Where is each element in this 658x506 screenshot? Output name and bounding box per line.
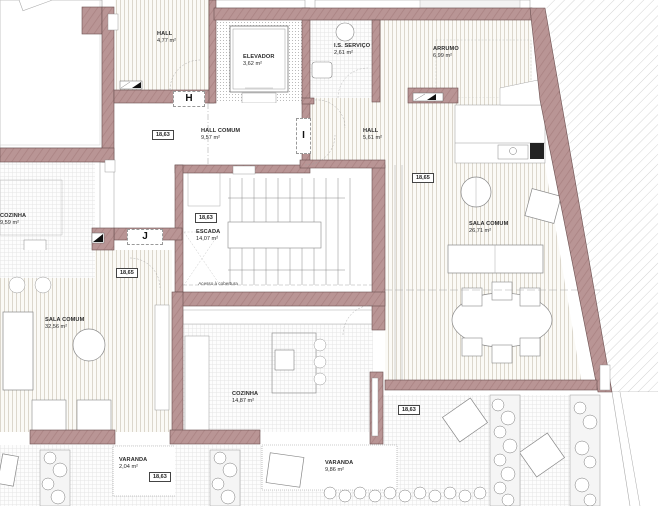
room-area: 14,87 m² xyxy=(232,398,255,404)
room-area: 2,04 m² xyxy=(119,464,138,470)
room-area: 6,99 m² xyxy=(433,53,452,59)
room-name: HALL xyxy=(363,128,379,134)
level-marker-terrace: 18,63 xyxy=(398,405,420,415)
room-area: 9,59 m² xyxy=(0,220,19,226)
label-varanda-right: VARANDA 9,86 m² xyxy=(325,460,353,474)
room-area: 2,61 m² xyxy=(334,50,353,56)
door-tag-j: J xyxy=(127,229,163,245)
room-name: COZINHA xyxy=(232,391,259,397)
room-name: SALA COMUM xyxy=(469,221,509,227)
level-marker-escada: 18,63 xyxy=(195,213,217,223)
label-hall-comum: HALL COMUM 9,57 m² xyxy=(201,128,240,142)
room-name: ARRUMO xyxy=(433,46,459,52)
level-marker-hall-comum: 18,63 xyxy=(152,130,174,140)
label-cozinha-center: COZINHA 14,87 m² xyxy=(232,391,258,405)
room-name: VARANDA xyxy=(119,457,148,463)
room-area: 26,71 m² xyxy=(469,228,492,234)
label-sala-comum-right: SALA COMUM 26,71 m² xyxy=(469,221,508,235)
walls xyxy=(0,0,613,445)
room-name: HALL xyxy=(157,31,173,37)
service-box-icons xyxy=(91,80,444,244)
room-name: I.S. SERVIÇO xyxy=(334,43,371,49)
room-area: 3,62 m² xyxy=(243,61,262,67)
room-hall-top-floor xyxy=(115,0,209,90)
label-sala-comum-left: SALA COMUM 32,56 m² xyxy=(45,317,84,331)
room-name: HALL COMUM xyxy=(201,128,241,134)
room-name: SALA COMUM xyxy=(45,317,85,323)
room-area: 4,77 m² xyxy=(157,38,176,44)
label-cozinha-left: COZINHA 9,59 m² xyxy=(0,213,26,227)
label-is-servico: I.S. SERVIÇO 2,61 m² xyxy=(334,43,370,57)
room-name: ELEVADOR xyxy=(243,54,275,60)
label-varanda-left: VARANDA 2,04 m² xyxy=(119,457,147,471)
room-area: 9,86 m² xyxy=(325,467,344,473)
room-area: 9,57 m² xyxy=(201,135,220,141)
level-marker-varanda-left: 18,63 xyxy=(149,472,171,482)
room-arrumo xyxy=(376,20,532,98)
room-name: VARANDA xyxy=(325,460,354,466)
level-marker-sala-left: 18,65 xyxy=(116,268,138,278)
level-marker-hall-right: 18,65 xyxy=(412,173,434,183)
room-area: 32,56 m² xyxy=(45,324,68,330)
room-name: COZINHA xyxy=(0,213,27,219)
room-area: 14,07 m² xyxy=(196,236,219,242)
exterior-hatch-area xyxy=(545,0,658,392)
door-tag-i: I xyxy=(296,118,311,154)
roof-access-note: Acesso à cobertura xyxy=(198,281,238,286)
label-hall-top: HALL 4,77 m² xyxy=(157,31,176,45)
room-area: 5,61 m² xyxy=(363,135,382,141)
round-table-left xyxy=(72,328,106,362)
label-escada: ESCADA 14,07 m² xyxy=(196,229,220,243)
room-name: ESCADA xyxy=(196,229,221,235)
label-arrumo: ARRUMO 6,99 m² xyxy=(433,46,459,60)
door-tag-h: H xyxy=(173,91,205,107)
label-hall-right: HALL 5,61 m² xyxy=(363,128,382,142)
label-elevador: ELEVADOR 3,62 m² xyxy=(243,54,274,68)
